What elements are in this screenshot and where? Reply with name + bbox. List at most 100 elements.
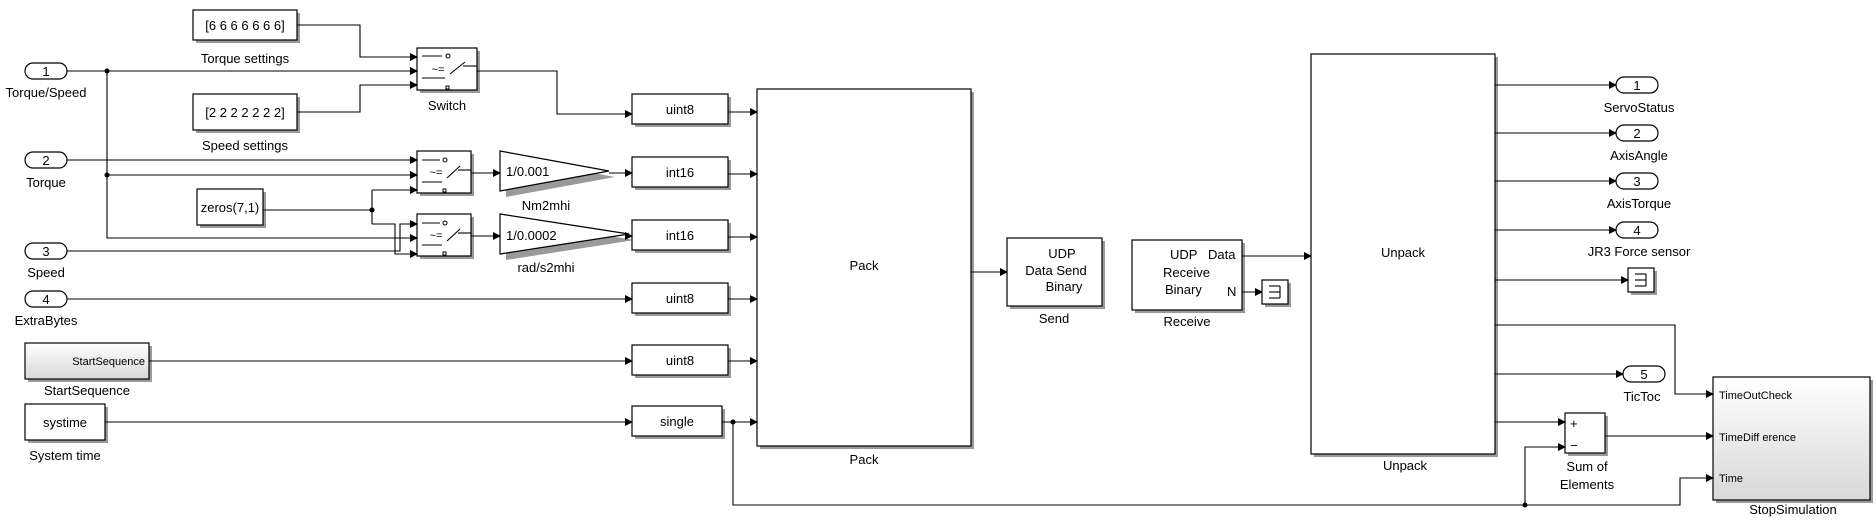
outport-3[interactable]: 3 AxisTorque xyxy=(1607,172,1671,211)
unpack-title: Unpack xyxy=(1381,245,1426,260)
sum-label-2: Elements xyxy=(1560,477,1615,492)
inport-3-number: 3 xyxy=(42,244,49,259)
outport-2-number: 2 xyxy=(1633,126,1640,141)
switch-main[interactable]: ~= Switch xyxy=(416,47,480,113)
switch-torque-op: ~= xyxy=(430,167,443,179)
torque-settings-label: Torque settings xyxy=(201,51,290,66)
sum-plus: + xyxy=(1570,416,1578,431)
switch-main-label: Switch xyxy=(428,98,466,113)
conversion-label: uint8 xyxy=(666,102,694,117)
receive-line2: Receive xyxy=(1163,265,1210,280)
zeros-value: zeros(7,1) xyxy=(201,200,260,215)
conversion-label: uint8 xyxy=(666,353,694,368)
sum-block[interactable]: + − Sum of Elements xyxy=(1560,412,1615,492)
switch-icon xyxy=(422,53,477,90)
inport-4-label: ExtraBytes xyxy=(15,313,78,328)
sum-minus: − xyxy=(1570,438,1578,453)
send-line3: Binary xyxy=(1046,279,1083,294)
inport-1[interactable]: 1 Torque/Speed xyxy=(6,62,87,100)
switch-icon xyxy=(422,220,471,256)
conversion-int16-1[interactable]: int16 xyxy=(631,156,731,190)
systime-block[interactable]: systime System time xyxy=(24,403,108,463)
connections xyxy=(67,24,1714,508)
switch-speed-op: ~= xyxy=(430,230,443,242)
outport-1[interactable]: 1 ServoStatus xyxy=(1604,76,1675,115)
unpack-block[interactable]: Unpack Unpack xyxy=(1310,53,1498,473)
inport-2[interactable]: 2 Torque xyxy=(24,151,68,190)
udp-receive-block[interactable]: UDP Data Receive Binary N Receive xyxy=(1131,239,1245,329)
udp-send-block[interactable]: UDP Data Send Binary Send xyxy=(1006,237,1105,326)
send-label: Send xyxy=(1039,311,1069,326)
outport-1-number: 1 xyxy=(1633,78,1640,93)
start-sequence-label: StartSequence xyxy=(44,383,130,398)
conversion-label: uint8 xyxy=(666,291,694,306)
send-line2: Data Send xyxy=(1025,263,1086,278)
gain-nm2mhi-label: Nm2mhi xyxy=(522,198,571,213)
switch-icon xyxy=(422,157,471,193)
terminator-icon xyxy=(1261,279,1291,307)
gain-nm2mhi-value: 1/0.001 xyxy=(506,164,549,179)
receive-label: Receive xyxy=(1164,314,1211,329)
torque-settings-constant[interactable]: [6 6 6 6 6 6 6] Torque settings xyxy=(192,9,300,66)
unpack-label: Unpack xyxy=(1383,458,1428,473)
switch-torque[interactable]: ~= xyxy=(416,150,474,196)
torque-settings-value: [6 6 6 6 6 6 6] xyxy=(205,18,285,33)
start-sequence-block[interactable]: StartSequence StartSequence xyxy=(24,342,152,398)
inport-1-label: Torque/Speed xyxy=(6,85,87,100)
start-sequence-value: StartSequence xyxy=(72,356,145,368)
outport-4[interactable]: 4 JR3 Force sensor xyxy=(1588,221,1691,259)
outport-2[interactable]: 2 AxisAngle xyxy=(1610,124,1668,163)
pack-block[interactable]: Pack Pack xyxy=(756,88,974,467)
speed-settings-value: [2 2 2 2 2 2 2] xyxy=(205,105,285,120)
outport-5-number: 5 xyxy=(1640,367,1647,382)
terminator-icon xyxy=(1627,267,1657,295)
inport-3-label: Speed xyxy=(27,265,65,280)
systime-value: systime xyxy=(43,415,87,430)
gain-nm2mhi[interactable]: 1/0.001 Nm2mhi xyxy=(499,150,615,213)
stop-sim-port-timeoutcheck: TimeOutCheck xyxy=(1719,390,1792,402)
outport-2-label: AxisAngle xyxy=(1610,148,1668,163)
conversion-int16-2[interactable]: int16 xyxy=(631,219,731,253)
pack-label: Pack xyxy=(850,452,879,467)
conversion-label: single xyxy=(660,414,694,429)
gain-rads2mhi-label: rad/s2mhi xyxy=(517,260,574,275)
conversion-label: int16 xyxy=(666,228,694,243)
gain-rads2mhi-value: 1/0.0002 xyxy=(506,228,557,243)
systime-label: System time xyxy=(29,448,101,463)
inport-2-label: Torque xyxy=(26,175,66,190)
sum-label-1: Sum of xyxy=(1566,459,1608,474)
conversion-label: int16 xyxy=(666,165,694,180)
inport-4[interactable]: 4 ExtraBytes xyxy=(15,290,78,328)
stop-simulation-block[interactable]: TimeOutCheck TimeDiff erence Time StopSi… xyxy=(1712,376,1873,517)
inport-1-number: 1 xyxy=(42,64,49,79)
receive-line1b: Data xyxy=(1208,247,1236,262)
conversion-single[interactable]: single xyxy=(631,405,725,439)
outport-5-label: TicToc xyxy=(1623,389,1661,404)
outport-5[interactable]: 5 TicToc xyxy=(1622,365,1666,404)
inport-3[interactable]: 3 Speed xyxy=(24,242,68,280)
outport-4-number: 4 xyxy=(1633,223,1640,238)
speed-settings-label: Speed settings xyxy=(202,138,289,153)
pack-title: Pack xyxy=(850,258,879,273)
switch-speed[interactable]: ~= xyxy=(416,213,474,259)
send-line1: UDP xyxy=(1048,246,1075,261)
conversion-uint8-1[interactable]: uint8 xyxy=(631,93,731,127)
conversion-uint8-2[interactable]: uint8 xyxy=(631,282,731,316)
outport-3-number: 3 xyxy=(1633,174,1640,189)
zeros-constant[interactable]: zeros(7,1) xyxy=(196,188,266,228)
inport-4-number: 4 xyxy=(42,292,49,307)
gain-rads2mhi[interactable]: 1/0.0002 rad/s2mhi xyxy=(499,213,635,275)
inport-2-number: 2 xyxy=(42,153,49,168)
stop-sim-label: StopSimulation xyxy=(1749,502,1836,517)
outport-1-label: ServoStatus xyxy=(1604,100,1675,115)
conversion-uint8-3[interactable]: uint8 xyxy=(631,344,731,378)
switch-main-op: ~= xyxy=(432,64,445,76)
outport-3-label: AxisTorque xyxy=(1607,196,1671,211)
stop-sim-port-timediff: TimeDiff erence xyxy=(1719,432,1796,444)
receive-line1: UDP xyxy=(1170,247,1197,262)
receive-line3: Binary xyxy=(1165,282,1202,297)
stop-sim-port-time: Time xyxy=(1719,473,1743,485)
outport-4-label: JR3 Force sensor xyxy=(1588,244,1691,259)
speed-settings-constant[interactable]: [2 2 2 2 2 2 2] Speed settings xyxy=(192,93,300,153)
